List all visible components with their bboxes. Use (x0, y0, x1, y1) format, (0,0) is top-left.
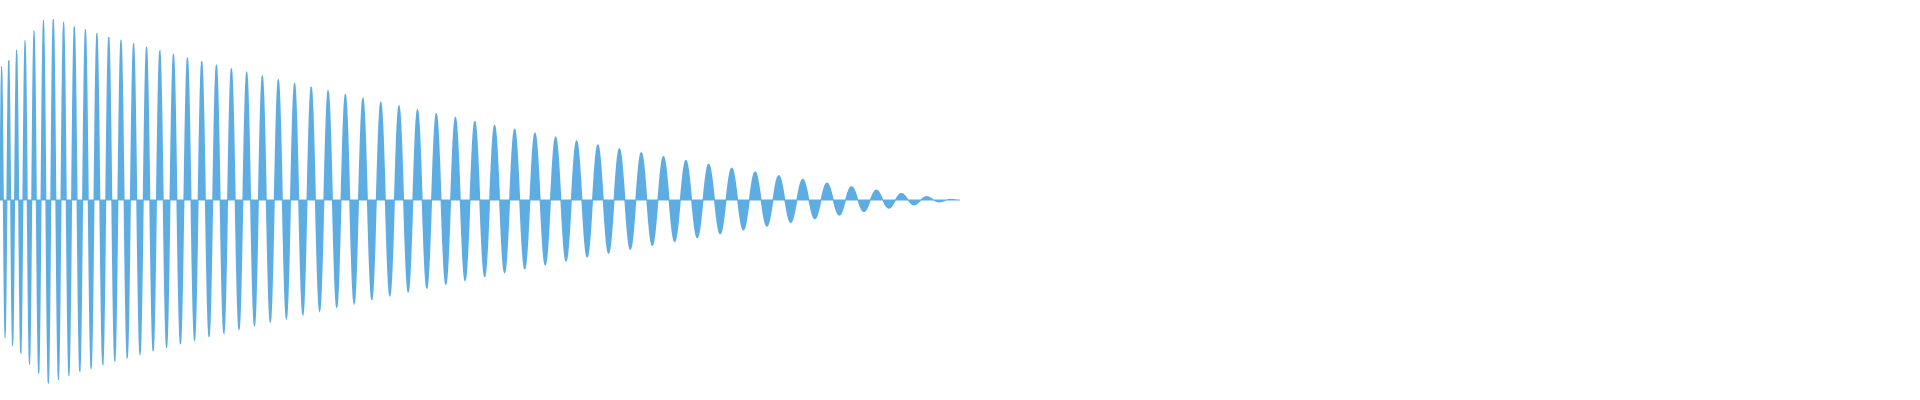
waveform-fill (0, 18, 960, 384)
waveform-path-group (0, 18, 960, 384)
